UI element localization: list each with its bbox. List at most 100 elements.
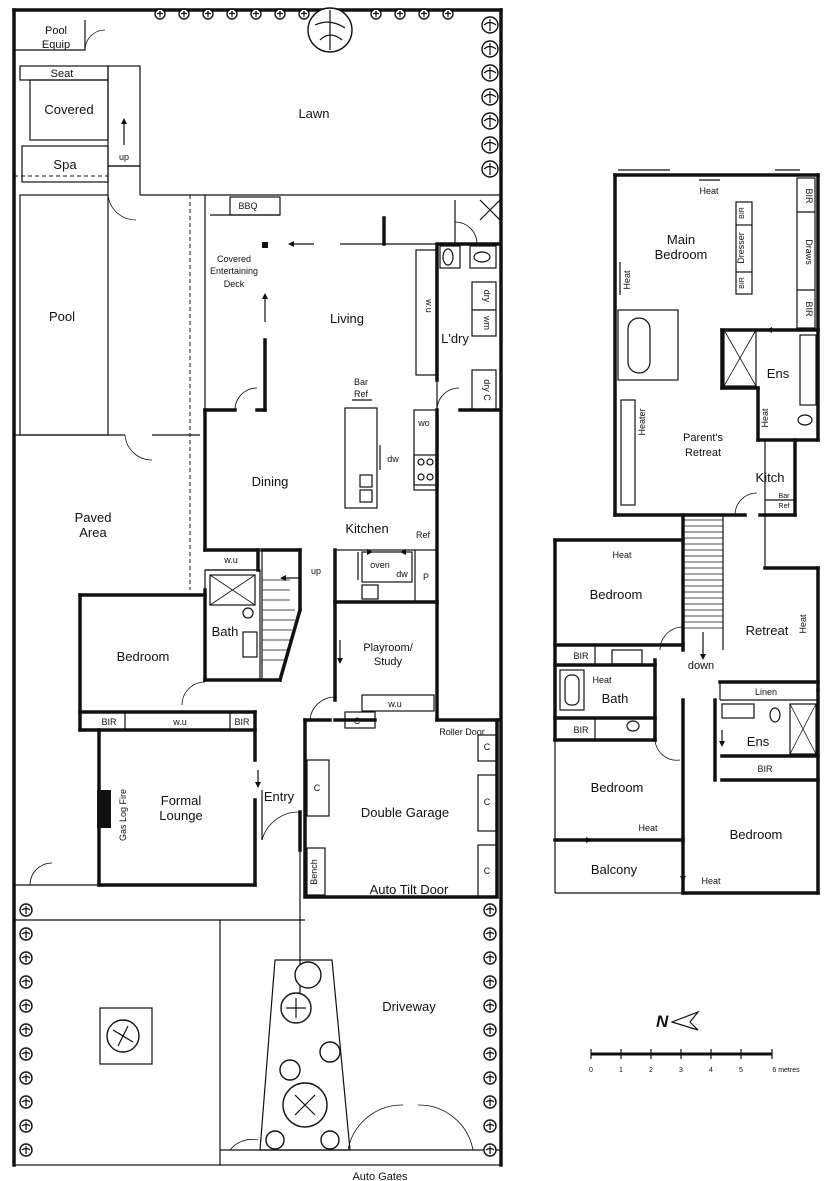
label-gas-log-fire: Gas Log Fire xyxy=(118,789,128,841)
tree-icon xyxy=(481,112,499,130)
label-dry-c: dry C xyxy=(482,379,492,401)
label-oven: oven xyxy=(370,560,390,570)
tree-icon xyxy=(483,903,497,917)
scale-label: 0 xyxy=(589,1067,593,1074)
scale-label: 2 xyxy=(649,1067,653,1074)
hedge-trees xyxy=(19,8,499,1157)
label-dresser: Dresser xyxy=(736,232,746,264)
label-pool-equip-1: Pool xyxy=(45,25,67,37)
label-wu-play: w.u xyxy=(387,699,402,709)
tree-icon xyxy=(483,1023,497,1037)
label-linen: Linen xyxy=(755,687,777,697)
label-ref-up: Ref xyxy=(779,503,790,510)
tree-icon xyxy=(19,903,33,917)
label-living: Living xyxy=(330,311,364,326)
tree-icon xyxy=(481,64,499,82)
label-up-pool: up xyxy=(119,152,129,162)
label-bedroom-1: Bedroom xyxy=(590,587,643,602)
tree-icon xyxy=(418,8,430,20)
tree-icon xyxy=(19,1119,33,1133)
label-entry: Entry xyxy=(264,789,295,804)
label-heater: Heater xyxy=(637,408,647,435)
label-kitchen: Kitchen xyxy=(345,521,388,536)
label-garage-c-4: C xyxy=(314,783,321,793)
scale-label: 5 xyxy=(739,1067,743,1074)
label-heat-ens: Heat xyxy=(760,408,770,428)
label-bir-b: BIR xyxy=(804,301,814,317)
label-dry: dry xyxy=(482,290,492,303)
tree-icon xyxy=(483,1095,497,1109)
ground-floor xyxy=(12,7,503,1167)
tree-icon xyxy=(483,1047,497,1061)
tree-icon xyxy=(19,1071,33,1085)
label-covered: Covered xyxy=(44,102,93,117)
north-label: N xyxy=(656,1012,669,1031)
tree-icon xyxy=(19,1095,33,1109)
label-draws: Draws xyxy=(804,239,814,265)
label-bench: Bench xyxy=(309,859,319,885)
scale-label: 6 metres xyxy=(772,1067,800,1074)
label-heat-main: Heat xyxy=(699,186,719,196)
tree-icon xyxy=(307,7,353,53)
label-bir-d1: BIR xyxy=(739,207,746,219)
label-wu-stair: w.u xyxy=(223,555,238,565)
label-formal-2: Lounge xyxy=(159,808,202,823)
tree-icon xyxy=(19,951,33,965)
label-balcony: Balcony xyxy=(591,862,638,877)
tree-icon xyxy=(481,136,499,154)
label-roller-door: Roller Door xyxy=(439,727,485,737)
scale-label: 4 xyxy=(709,1067,713,1074)
tree-icon xyxy=(19,975,33,989)
label-playroom-2: Study xyxy=(374,656,403,668)
label-bath: Bath xyxy=(212,624,239,639)
tree-icon xyxy=(483,1071,497,1085)
label-bath-up: Bath xyxy=(602,691,629,706)
tree-icon xyxy=(202,8,214,20)
label-covered-deck-2: Entertaining xyxy=(210,266,258,276)
label-spa: Spa xyxy=(53,157,77,172)
label-ens-2: Ens xyxy=(747,734,770,749)
north-arrow-icon xyxy=(670,1010,700,1031)
tree-icon xyxy=(483,927,497,941)
label-dw-oven: dw xyxy=(396,569,408,579)
tree-icon xyxy=(394,8,406,20)
label-wu-bed: w.u xyxy=(172,717,187,727)
label-bbq: BBQ xyxy=(238,201,257,211)
label-heat-bed1: Heat xyxy=(612,550,632,560)
label-bir-right: BIR xyxy=(234,717,250,727)
label-auto-gates: Auto Gates xyxy=(352,1171,408,1181)
label-bir-left: BIR xyxy=(101,717,117,727)
tree-icon xyxy=(19,927,33,941)
label-double-garage: Double Garage xyxy=(361,805,449,820)
label-bedroom-2: Bedroom xyxy=(591,780,644,795)
tree-icon xyxy=(481,40,499,58)
tree-icon xyxy=(483,999,497,1013)
tree-icon xyxy=(178,8,190,20)
tree-icon xyxy=(370,8,382,20)
tree-icon xyxy=(483,975,497,989)
scale-bar xyxy=(590,1049,773,1059)
label-pool: Pool xyxy=(49,309,75,324)
tree-icon xyxy=(154,8,166,20)
label-pool-equip-2: Equip xyxy=(42,39,70,51)
label-seat: Seat xyxy=(51,68,74,80)
tree-icon xyxy=(298,8,310,20)
label-c-play: C xyxy=(354,716,361,726)
label-dining: Dining xyxy=(252,474,289,489)
tree-icon xyxy=(19,1047,33,1061)
label-garage-c-3: C xyxy=(484,866,491,876)
upper-labels: Heat BIR Draws BIR Main Bedroom Dresser … xyxy=(573,186,814,886)
tree-icon xyxy=(226,8,238,20)
label-heat-main-side: Heat xyxy=(622,270,632,290)
tree-icon xyxy=(19,999,33,1013)
label-bir-d2: BIR xyxy=(739,277,746,289)
label-ref: Ref xyxy=(416,530,431,540)
tree-icon xyxy=(442,8,454,20)
label-ens-main: Ens xyxy=(767,366,790,381)
label-heat-bed2: Heat xyxy=(638,823,658,833)
ground-labels: Pool Equip Seat Covered up Spa Pool Lawn… xyxy=(42,25,492,1181)
label-kitch: Kitch xyxy=(756,470,785,485)
tree-icon xyxy=(481,16,499,34)
label-garage-c-1: C xyxy=(484,742,491,752)
